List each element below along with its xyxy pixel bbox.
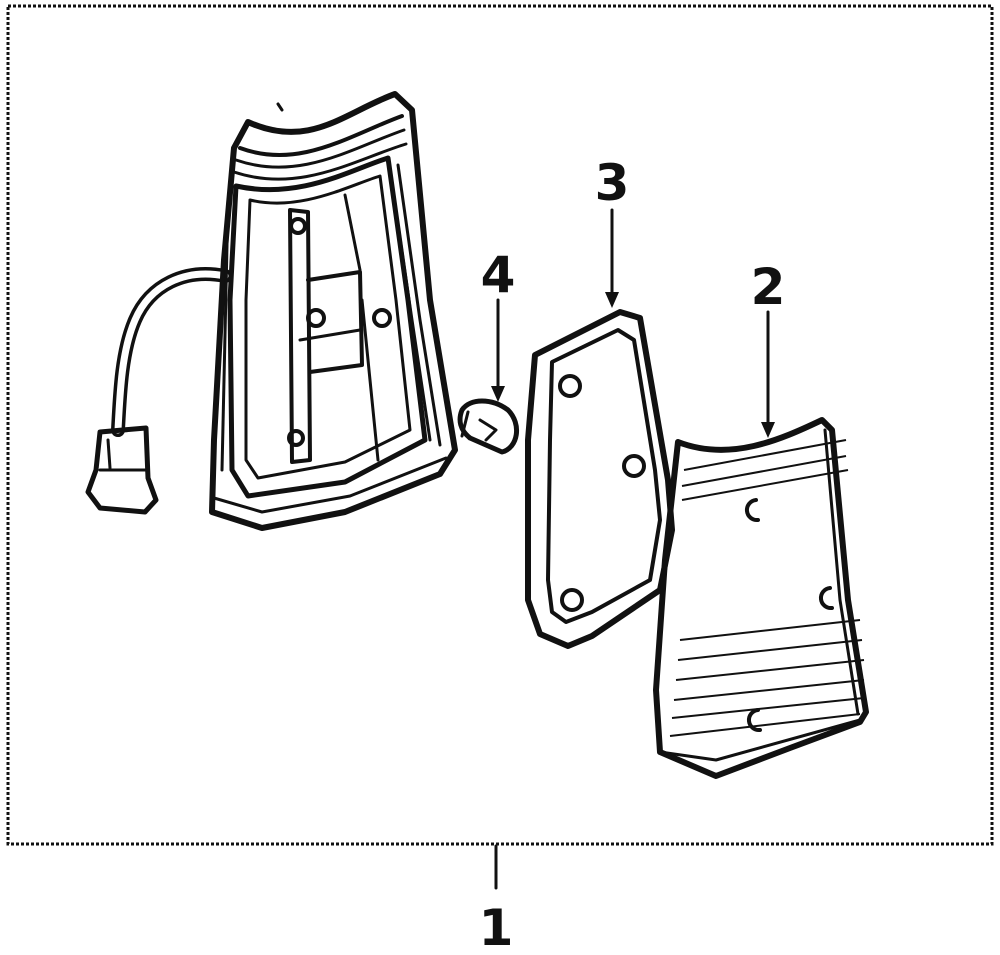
leader-lines (491, 208, 775, 890)
leader-arrow-4 (491, 386, 505, 402)
lens (653, 417, 869, 779)
gasket (525, 309, 675, 649)
lamp-housing (85, 91, 458, 531)
leader-arrow-2 (761, 422, 775, 438)
callout-2: 2 (751, 258, 786, 316)
callout-3: 3 (595, 154, 630, 212)
leader-arrow-3 (605, 292, 619, 308)
callout-4: 4 (481, 246, 516, 304)
bulb (457, 398, 519, 455)
callout-1: 1 (479, 899, 514, 955)
assembly-frame (6, 4, 994, 846)
